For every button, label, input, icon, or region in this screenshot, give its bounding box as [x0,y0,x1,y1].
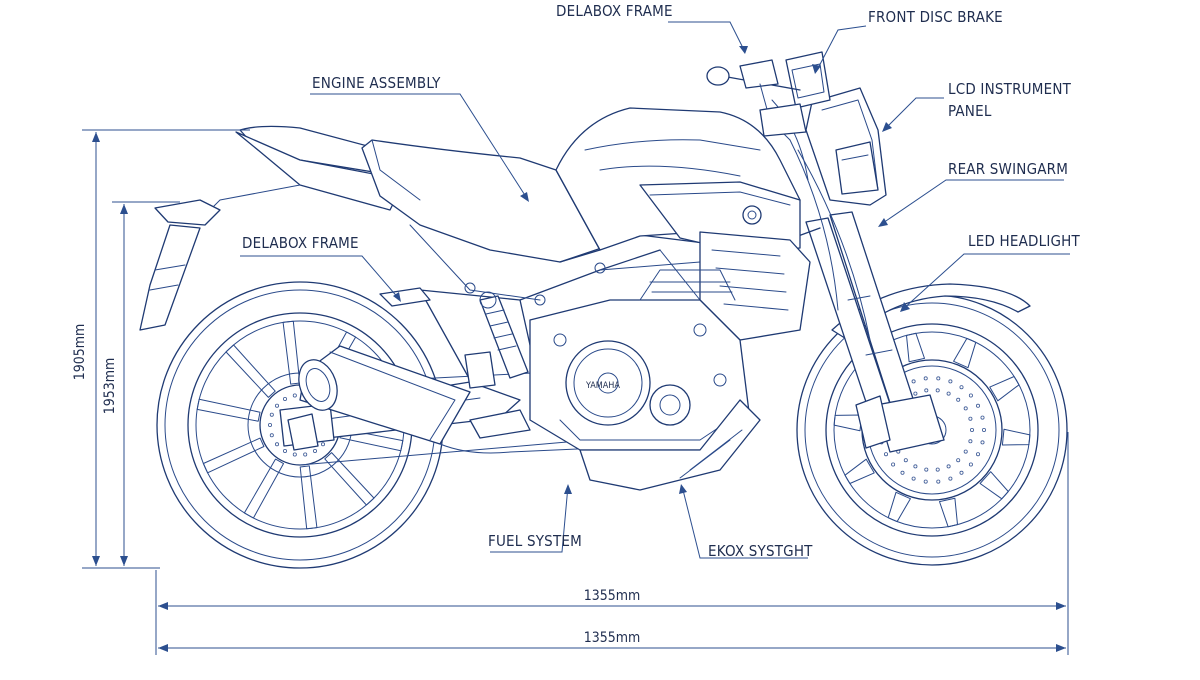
disc-hole [968,439,973,444]
disc-hole [303,452,308,457]
disc-hole [959,385,964,390]
disc-hole [968,462,973,467]
disc-hole [970,427,975,432]
disc-hole [976,452,981,457]
wheel-spoke [953,337,977,369]
seat [361,139,601,263]
label-delabox-frame-left: DELABOX FRAME [242,234,359,252]
dim-height-outer: 1905mm [72,324,88,381]
disc-hole [935,388,940,393]
front-fender [831,283,1031,341]
disc-hole [946,391,951,396]
wheel-spoke [1001,428,1031,446]
disc-hole [980,440,985,445]
disc-hole [963,449,968,454]
disc-hole [923,376,928,381]
disc-hole [924,388,929,393]
disc-hole [924,467,929,472]
wheel-spoke [225,344,276,398]
headlight-assembly [805,87,887,206]
disc-hole [980,415,985,420]
disc-hole [900,470,905,475]
instrument-panel [785,51,831,109]
disc-hole [269,412,274,417]
label-lcd-panel: PANEL [948,102,992,120]
dimension-lines [82,129,1069,655]
wheel-spoke [939,497,958,528]
disc-hole [936,479,941,484]
wheel-spoke [202,437,265,474]
disc-hole [968,416,973,421]
disc-hole [292,452,297,457]
disc-hole [292,393,297,398]
disc-hole [903,458,908,463]
wheel-spoke [299,465,318,530]
label-engine-assembly: ENGINE ASSEMBLY [312,74,441,92]
wheel-spoke [887,491,911,523]
disc-hole [269,433,274,438]
wheel-spoke [844,458,875,484]
label-fuel-system: FUEL SYSTEM [488,532,582,550]
label-front-disc-brake: FRONT DISC BRAKE [868,8,1003,26]
disc-hole [267,422,272,427]
label-lcd-instrument: LCD INSTRUMENT [948,80,1072,98]
disc-hole [948,379,953,384]
dim-length-lower: 1355mm [584,630,641,646]
belly-pan [579,399,761,491]
label-ekox-system: EKOX SYSTGHT [708,542,813,560]
wheel-spoke [324,452,375,506]
disc-hole [891,462,896,467]
disc-hole [959,470,964,475]
disc-hole [312,448,317,453]
disc-hole [923,479,928,484]
disc-hole [935,467,940,472]
disc-hole [282,396,287,401]
engine-badge: YAMAHA [585,381,620,391]
label-led-headlight: LED HEADLIGHT [968,232,1081,250]
label-delabox-frame-top: DELABOX FRAME [556,2,673,20]
disc-hole [936,376,941,381]
disc-hole [274,442,279,447]
handlebar [706,59,809,181]
disc-hole [282,448,287,453]
front-wheel [796,294,1068,566]
leader-lines [240,21,1070,559]
disc-hole [956,458,961,463]
disc-hole [946,464,951,469]
dim-length-upper: 1355mm [584,588,641,604]
disc-hole [956,397,961,402]
disc-hole [968,393,973,398]
exhaust-muffler [298,345,601,454]
disc-hole [320,442,325,447]
rear-footpeg [379,287,497,389]
fuel-tank [555,107,801,253]
disc-hole [913,464,918,469]
disc-hole [982,427,987,432]
front-brake-caliper [855,395,891,449]
wheel-spoke [833,414,863,432]
label-rear-swingarm: REAR SWINGARM [948,160,1068,178]
disc-hole [911,379,916,384]
disc-hole [948,476,953,481]
disc-hole [963,406,968,411]
engine-block [529,269,751,451]
front-fork [805,211,945,453]
wheel-spoke [196,398,261,422]
disc-hole [274,403,279,408]
disc-hole [913,391,918,396]
rear-shock [479,295,529,379]
wheel-spoke [906,332,925,363]
wheel-spoke [979,471,1009,500]
disc-hole [976,403,981,408]
disc-hole [884,452,889,457]
wheel-spoke [282,320,301,385]
wheel-spoke [989,376,1020,402]
disc-hole [911,476,916,481]
wheel-spoke [243,458,284,519]
rear-brake-caliper [287,413,319,451]
dim-height-inner: 1953mm [102,358,118,415]
front-footpeg [469,409,531,439]
